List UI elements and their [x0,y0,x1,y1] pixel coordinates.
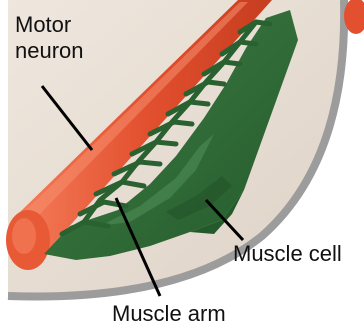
muscle-arm-label: Muscle arm [112,301,226,327]
motor-neuron-label-line2: neuron [15,38,84,64]
motor-neuron-label: Motor neuron [15,12,84,64]
motor-neuron-label-line1: Motor [15,12,84,38]
muscle-cell-label: Muscle cell [233,241,342,267]
